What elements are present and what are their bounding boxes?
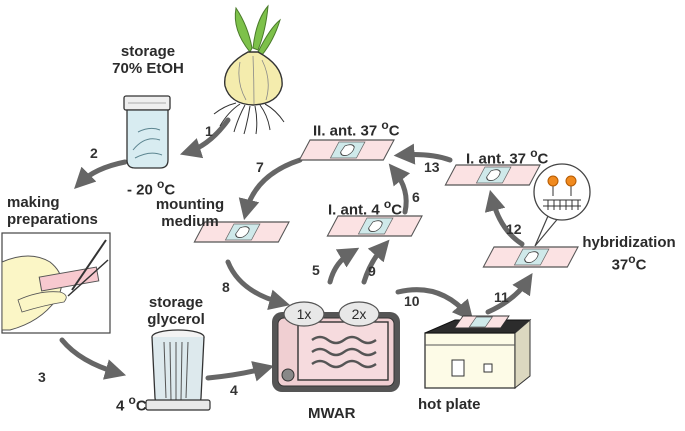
label-i-ant-4-text: I. ant. 4 xyxy=(328,201,380,219)
arrow-12 xyxy=(484,189,525,247)
step-number: 3 xyxy=(38,369,46,385)
probe-bubble xyxy=(533,163,591,247)
label-i-ant-4-unit: C xyxy=(391,201,403,219)
oven-2x-badge xyxy=(338,301,380,327)
degree-symbol: o xyxy=(628,252,636,266)
step-number: 8 xyxy=(222,279,230,295)
label-storage-glycerol: storage glycerol xyxy=(126,294,226,328)
label-hybridization: hybridization 37oC xyxy=(573,234,685,274)
probe-dot xyxy=(565,175,577,187)
degree-symbol: o xyxy=(530,146,538,160)
step-number: 9 xyxy=(368,263,376,279)
label-i-ant-37-text: I. ant. 37 xyxy=(466,150,527,168)
slide-i-ant-4 xyxy=(326,215,423,237)
step-number: 6 xyxy=(412,189,420,205)
label-i-ant-37: I. ant. 37 oC xyxy=(466,145,548,168)
label-minus20-value: - 20 xyxy=(127,181,153,199)
arrow-8 xyxy=(225,259,291,310)
degree-symbol: o xyxy=(157,177,165,191)
label-storage-etoh: storage 70% EtOH xyxy=(98,43,198,77)
glycerol-jar xyxy=(145,329,211,411)
arrow-11 xyxy=(485,272,533,315)
label-ii-ant-37: II. ant. 37 oC xyxy=(313,117,400,140)
microwave-mwar xyxy=(272,301,400,392)
label-storage-glycerol-line2: glycerol xyxy=(147,311,205,328)
arrow-1 xyxy=(179,117,231,159)
arrow-13 xyxy=(393,143,453,165)
label-minus20-unit: C xyxy=(164,181,176,199)
label-4c-value: 4 xyxy=(116,397,125,415)
arrow-4 xyxy=(205,361,275,382)
label-mwar: MWAR xyxy=(308,405,356,422)
degree-symbol: o xyxy=(381,118,389,132)
slide-ii-ant-37 xyxy=(298,139,395,161)
onion-roots xyxy=(213,102,285,135)
onion-leaf xyxy=(257,18,281,56)
arrow-5 xyxy=(327,247,360,285)
oven-2x-label: 2x xyxy=(351,306,367,322)
step-number: 7 xyxy=(256,159,264,175)
arrow-9 xyxy=(361,239,390,285)
oven-1x-badge xyxy=(283,301,325,327)
step-number: 11 xyxy=(494,289,509,305)
label-storage-etoh-line2: 70% EtOH xyxy=(112,60,184,77)
degree-symbol: o xyxy=(128,393,136,407)
label-ii-ant-37-text: II. ant. 37 xyxy=(313,122,378,140)
label-storage-etoh-line1: storage xyxy=(120,43,176,60)
step-number: 13 xyxy=(424,159,440,175)
step-number: 5 xyxy=(312,262,320,278)
arrow-2 xyxy=(74,159,128,189)
label-minus20: - 20 oC xyxy=(127,176,175,199)
slide-mounting xyxy=(193,221,290,243)
label-hot-plate: hot plate xyxy=(418,396,481,413)
degree-symbol: o xyxy=(383,197,392,211)
onion-leaf xyxy=(234,6,253,53)
etoh-vial xyxy=(123,95,171,169)
label-storage-glycerol-line1: storage xyxy=(148,294,204,311)
process-arrows xyxy=(59,117,533,382)
onion-illustration xyxy=(213,4,285,135)
label-making-preparations-line2: preparations xyxy=(7,211,98,228)
label-i-ant-37-unit: C xyxy=(537,150,549,168)
label-hybridization-value: 37 xyxy=(611,256,629,274)
label-4c: 4 oC xyxy=(116,392,147,415)
arrow-10 xyxy=(395,287,474,322)
label-hybridization-line1: hybridization xyxy=(582,234,676,251)
label-hybridization-unit: C xyxy=(635,256,647,274)
slide-hybridization xyxy=(482,246,579,268)
step-number: 1 xyxy=(205,123,213,139)
label-i-ant-4: I. ant. 4 oC xyxy=(328,196,402,219)
label-mounting-medium-line2: medium xyxy=(161,213,219,230)
label-mounting-medium: mounting medium xyxy=(140,196,240,230)
probe-dot xyxy=(547,175,559,187)
label-making-preparations-line1: making xyxy=(7,194,60,211)
step-number: 4 xyxy=(230,382,238,398)
label-mounting-medium-line1: mounting xyxy=(155,196,225,213)
label-4c-unit: C xyxy=(135,397,147,415)
onion-leaf xyxy=(252,4,269,51)
label-ii-ant-37-unit: C xyxy=(388,122,400,140)
oven-1x-label: 1x xyxy=(296,306,312,322)
arrow-6 xyxy=(388,163,411,215)
step-number: 12 xyxy=(506,221,522,237)
slide-i-ant-37 xyxy=(444,164,541,186)
arrow-7 xyxy=(238,157,303,221)
preparation-illustration xyxy=(1,232,111,334)
label-making-preparations: making preparations xyxy=(7,194,98,228)
step-number: 2 xyxy=(90,145,98,161)
arrow-3 xyxy=(59,337,127,380)
hot-plate xyxy=(424,315,532,390)
step-number: 10 xyxy=(404,293,420,309)
